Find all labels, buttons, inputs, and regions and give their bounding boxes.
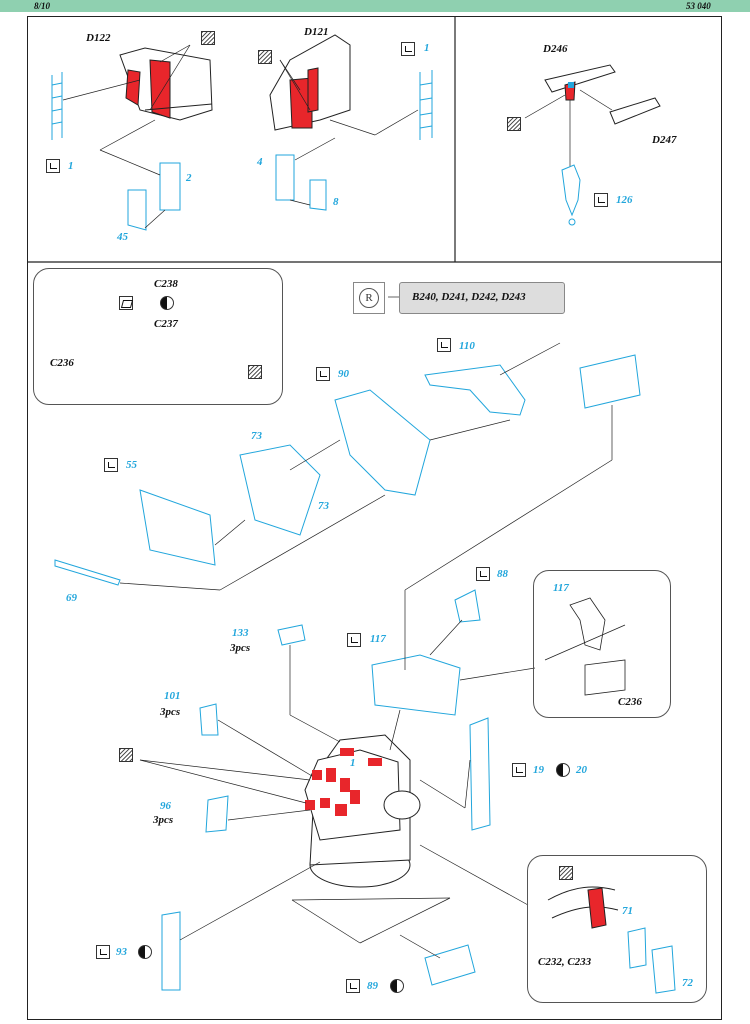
- label-c232-c233: C232, C233: [538, 956, 592, 968]
- bend-icon: [594, 193, 608, 207]
- label-c236-detail: C236: [618, 696, 642, 708]
- part-126: [561, 164, 581, 217]
- part-number-93: 93: [116, 946, 127, 958]
- part-69: [54, 559, 121, 586]
- hatch-icon: [201, 31, 215, 45]
- part-96: [205, 795, 229, 833]
- part-number-90: 90: [338, 368, 349, 380]
- part-number-2: 2: [186, 172, 192, 184]
- outline-icon: [119, 296, 133, 310]
- bend-icon: [346, 979, 360, 993]
- label-d246: D246: [543, 43, 568, 55]
- hatch-icon: [119, 748, 133, 762]
- yin-yang-icon: [390, 979, 404, 993]
- label-c237: C237: [154, 318, 178, 330]
- label-d122: D122: [86, 32, 111, 44]
- part-101: [199, 703, 219, 736]
- page-number: 8/10: [34, 1, 51, 11]
- reference-logo: R: [353, 282, 385, 314]
- product-code: 53 040: [686, 1, 711, 11]
- bend-icon: [401, 42, 415, 56]
- part-89: [424, 944, 476, 986]
- part-number-73b: 73: [318, 500, 329, 512]
- reference-parts-box: B240, D241, D242, D243: [399, 282, 565, 314]
- part-number-45: 45: [117, 231, 128, 243]
- part-number-1b: 1: [424, 42, 430, 54]
- part-2: [159, 162, 181, 211]
- ladder-1a: [51, 72, 63, 140]
- bend-icon: [46, 159, 60, 173]
- ladder-1b: [419, 70, 433, 140]
- part-117: [371, 654, 461, 716]
- instruction-frame: [27, 16, 722, 1020]
- part-d246: [524, 64, 661, 226]
- turret-body: [304, 734, 421, 888]
- label-c238: C238: [154, 278, 178, 290]
- part-number-19: 19: [533, 764, 544, 776]
- detail-117: [544, 597, 626, 696]
- part-d121: [269, 34, 351, 131]
- part-number-126: 126: [616, 194, 633, 206]
- yin-yang-icon: [556, 763, 570, 777]
- part-number-71: 71: [622, 905, 633, 917]
- frame-top-right: [579, 354, 641, 409]
- detail-c232: [547, 886, 619, 929]
- hatch-icon: [559, 866, 573, 880]
- label-101-qty: 3pcs: [160, 706, 181, 718]
- label-d247: D247: [652, 134, 677, 146]
- part-71: [627, 927, 647, 969]
- part-number-69: 69: [66, 592, 77, 604]
- part-number-96: 96: [160, 800, 171, 812]
- yin-yang-icon: [138, 945, 152, 959]
- label-133-qty: 3pcs: [230, 642, 251, 654]
- callout-c232: [527, 855, 707, 1003]
- label-96-qty: 3pcs: [153, 814, 174, 826]
- part-88: [454, 589, 481, 623]
- part-number-1a: 1: [68, 160, 74, 172]
- part-number-55: 55: [126, 459, 137, 471]
- part-90: [334, 389, 431, 496]
- hatch-icon: [258, 50, 272, 64]
- bend-icon: [104, 458, 118, 472]
- part-number-73a: 73: [251, 430, 262, 442]
- reference-parts-text: B240, D241, D242, D243: [412, 291, 526, 303]
- yin-yang-icon: [160, 296, 174, 310]
- bend-icon: [512, 763, 526, 777]
- part-133: [277, 624, 306, 646]
- part-number-8: 8: [333, 196, 339, 208]
- label-d121: D121: [304, 26, 329, 38]
- part-number-110: 110: [459, 340, 475, 352]
- label-c236: C236: [50, 357, 74, 369]
- callout-117-detail: [533, 570, 671, 718]
- hatch-icon: [248, 365, 262, 379]
- part-number-101: 101: [164, 690, 181, 702]
- part-8: [309, 179, 327, 211]
- bend-icon: [347, 633, 361, 647]
- part-number-72: 72: [682, 977, 693, 989]
- part-55: [139, 489, 216, 566]
- callout-c236: [33, 268, 283, 405]
- part-number-133: 133: [232, 627, 249, 639]
- part-number-89: 89: [367, 980, 378, 992]
- header-bar: 8/10 53 040: [0, 0, 750, 12]
- part-number-88: 88: [497, 568, 508, 580]
- part-number-20: 20: [576, 764, 587, 776]
- part-4: [275, 154, 295, 201]
- part-72: [651, 945, 676, 994]
- bend-icon: [96, 945, 110, 959]
- part-number-117: 117: [370, 633, 386, 645]
- part-73: [239, 444, 321, 536]
- bend-icon: [316, 367, 330, 381]
- part-93: [161, 911, 181, 991]
- bend-icon: [437, 338, 451, 352]
- part-110: [424, 364, 526, 416]
- part-number-1c: 1: [350, 757, 356, 769]
- part-number-117-detail: 117: [553, 582, 569, 594]
- bend-icon: [476, 567, 490, 581]
- part-d247: [609, 97, 661, 125]
- hatch-icon: [507, 117, 521, 131]
- part-number-4: 4: [257, 156, 263, 168]
- part-45: [127, 189, 147, 231]
- part-19: [469, 717, 491, 831]
